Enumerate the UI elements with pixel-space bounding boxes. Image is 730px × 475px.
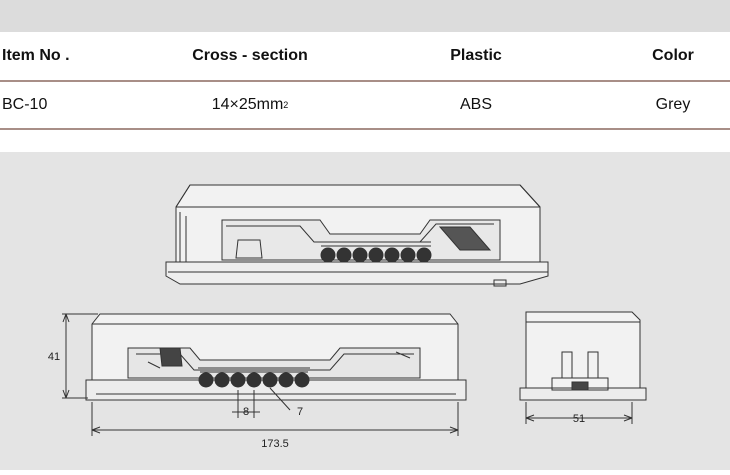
spec-table: Item No . Cross - section Plastic Color … <box>0 32 730 130</box>
side-view <box>519 311 647 424</box>
drawing-svg: 41 173.5 8 7 51 <box>48 184 647 450</box>
header-cross-section: Cross - section <box>192 47 308 64</box>
top-band <box>0 0 730 32</box>
dim-width: 51 <box>573 413 585 425</box>
cell-item-no: BC-10 <box>2 96 48 113</box>
cell-color: Grey <box>655 96 691 113</box>
cross-section-sup: 2 <box>283 100 289 110</box>
header-color: Color <box>652 47 694 64</box>
dim-pitch: 8 <box>243 406 249 418</box>
header-plastic: Plastic <box>450 47 502 64</box>
isometric-view <box>165 184 549 287</box>
dim-height: 41 <box>48 351 60 363</box>
cell-plastic: ABS <box>459 96 492 113</box>
dim-terminal-count: 7 <box>297 406 303 418</box>
cross-section-value: 14×25mm <box>211 96 284 113</box>
table-header-row: Item No . Cross - section Plastic Color <box>0 32 730 82</box>
dim-length: 173.5 <box>261 438 289 450</box>
front-view <box>62 313 467 436</box>
header-item-no: Item No . <box>2 47 70 64</box>
technical-drawing: 41 173.5 8 7 51 <box>0 152 730 470</box>
